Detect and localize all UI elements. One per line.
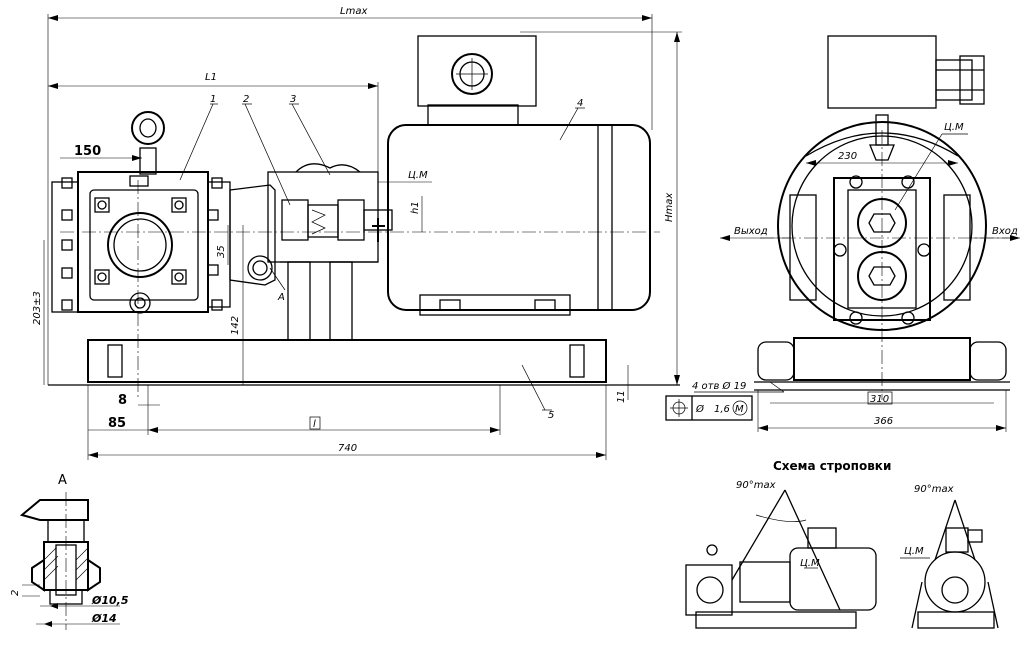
view-a-title: A xyxy=(58,473,67,488)
dim-l1: L1 xyxy=(205,72,217,83)
label-cm-sling2: Ц.М xyxy=(904,546,924,557)
view-a-detail: A Ø10,5 Ø14 2 xyxy=(10,473,129,630)
label-h1: h1 xyxy=(410,201,421,214)
dim-150: 150 xyxy=(74,144,101,159)
label-cm-main: Ц.М xyxy=(408,170,428,181)
label-out: Выход xyxy=(734,226,768,237)
dim-230: 230 xyxy=(838,151,857,162)
label-cm-sling1: Ц.М xyxy=(800,558,820,569)
dim-11: 11 xyxy=(616,390,627,403)
dim-lmax: Lmax xyxy=(340,6,367,17)
side-view: 230 310 366 Ц.М Выход Вход 4 отв Ø 19 Ø … xyxy=(665,35,1020,432)
dim-310: 310 xyxy=(870,394,889,405)
dia-14: Ø14 xyxy=(91,612,117,625)
dia-10-5: Ø10,5 xyxy=(91,594,129,607)
part-5: 5 xyxy=(548,410,554,421)
tol-value: 1,6 xyxy=(714,404,730,415)
slinging-scheme: Схема строповки 90°max Ц.М 90°max Ц.М xyxy=(685,459,999,629)
angle-2: 90°max xyxy=(914,484,954,495)
part-3: 3 xyxy=(290,94,296,105)
dim-2: 2 xyxy=(10,590,21,596)
part-2: 2 xyxy=(243,94,249,105)
label-cm-side: Ц.М xyxy=(944,122,964,133)
dim-35: 35 xyxy=(216,245,227,258)
dim-hmax: Hmax xyxy=(664,193,675,222)
tol-phi: Ø xyxy=(695,403,705,415)
front-view: Lmax L1 150 Hmax 203±3 35 142 xyxy=(32,6,682,460)
dim-85: 85 xyxy=(108,416,126,431)
dim-740: 740 xyxy=(338,443,357,454)
dim-l: l xyxy=(313,419,316,430)
part-4: 4 xyxy=(577,98,583,109)
angle-1: 90°max xyxy=(736,480,776,491)
part-1: 1 xyxy=(210,94,216,105)
dim-142: 142 xyxy=(230,316,241,335)
dim-203: 203±3 xyxy=(32,291,43,325)
sling-title: Схема строповки xyxy=(773,459,891,473)
dim-366: 366 xyxy=(874,416,893,427)
tol-m: M xyxy=(735,404,744,415)
dim-8: 8 xyxy=(118,393,127,408)
section-mark-a: A xyxy=(277,292,285,303)
label-in: Вход xyxy=(992,226,1018,237)
holes-note: 4 отв Ø 19 xyxy=(692,380,746,392)
